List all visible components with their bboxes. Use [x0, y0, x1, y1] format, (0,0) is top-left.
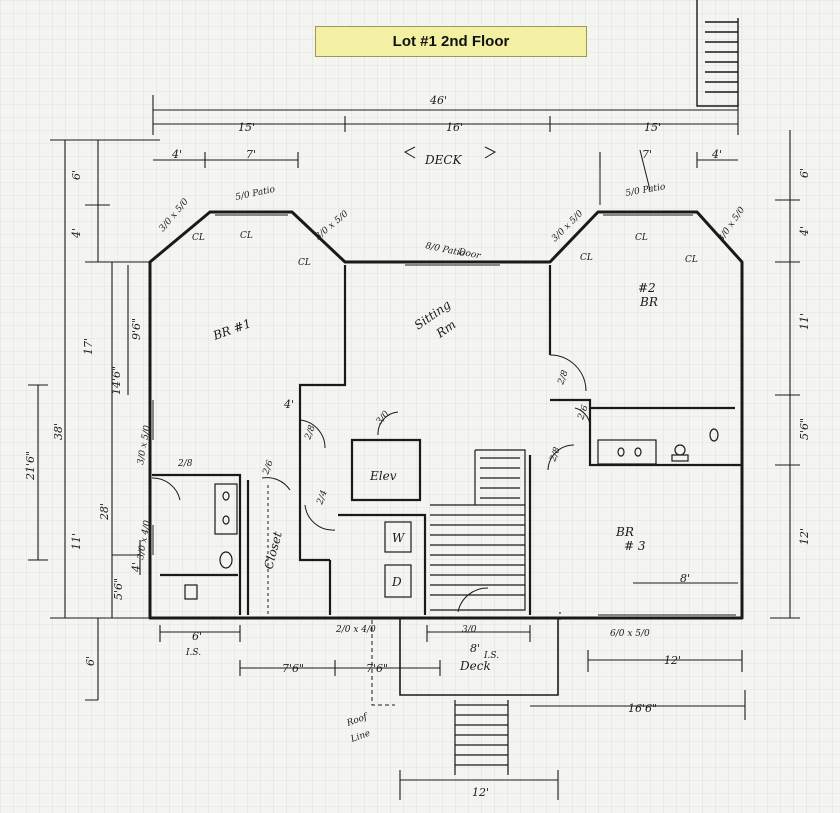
dim-stair-12: 12' — [472, 786, 489, 799]
closet-label: CL — [635, 233, 648, 243]
dim-left-6: 6' — [70, 170, 83, 180]
label-br2-b: BR — [639, 295, 658, 309]
door-label: 3/0 — [462, 625, 477, 635]
label-br3-a: BR — [615, 525, 634, 539]
closet-label: CL — [240, 231, 253, 241]
dimension-lines — [28, 95, 800, 800]
main-stair — [430, 449, 526, 611]
dim-left-9-6: 9'6" — [130, 318, 143, 340]
dim-b-12: 12' — [664, 654, 681, 667]
dim-left-38: 38' — [52, 423, 65, 440]
closet-label: CL — [298, 258, 311, 268]
dim-left-11: 11' — [70, 533, 83, 550]
drawing-title: Lot #1 2nd Floor — [315, 26, 587, 57]
dim-right-4: 4' — [798, 226, 811, 237]
closet-label: CL — [580, 253, 593, 263]
dim-left-4b: 4' — [130, 562, 143, 573]
window-6050: 6/0 x 5/0 — [610, 629, 650, 639]
bottom-deck — [371, 618, 559, 706]
label-deck-bottom: Deck — [459, 659, 491, 673]
label-dryer: D — [391, 575, 402, 589]
dim-bath-is: I.S. — [185, 648, 201, 658]
door-swings — [151, 354, 591, 620]
label-washer: W — [392, 531, 406, 545]
dim-deck-8: 8' — [470, 642, 480, 655]
interior-walls — [152, 265, 742, 615]
dim-tr-7: 7' — [642, 148, 652, 161]
dim-left-21-6: 21'6" — [24, 451, 37, 481]
dim-b-7-6a: 7'6" — [282, 662, 304, 675]
door-label: 2/8 — [177, 459, 193, 469]
dim-closet-4: 4' — [283, 398, 294, 411]
upper-stair — [696, 0, 739, 107]
dim-left-4: 4' — [70, 228, 83, 239]
exterior-walls — [148, 210, 744, 620]
dim-deck-is: I.S. — [483, 651, 499, 661]
dim-right-5-6: 5'6" — [798, 418, 811, 440]
dim-left-28: 28' — [98, 503, 111, 521]
window-marks — [152, 214, 736, 616]
fixtures — [184, 428, 719, 600]
dim-seg-left: 15' — [238, 121, 255, 134]
dim-tl-7: 7' — [246, 148, 256, 161]
dim-right-11: 11' — [798, 313, 811, 330]
label-deck-top: DECK — [424, 153, 463, 167]
window-2040: 2/0 x 4/0 — [335, 625, 376, 635]
dim-overall-width: 46' — [429, 94, 447, 107]
label-br2-a: #2 — [638, 281, 656, 295]
dim-bath-6: 6' — [192, 630, 202, 643]
dim-b-16-6: 16'6" — [628, 702, 657, 715]
dim-left-6b: 6' — [84, 656, 97, 666]
dimension-labels: 46' 15' 16' 15' 4' 7' 7' 4' 6' 4' 17' 11… — [24, 94, 811, 799]
dim-seg-mid: 16' — [446, 121, 463, 134]
label-br3-b: # 3 — [624, 539, 646, 553]
dim-b-7-6b: 7'6" — [366, 662, 388, 675]
exterior-stair — [454, 700, 509, 775]
annotation-leaders — [403, 146, 651, 205]
window-patio-center-b: Door — [456, 247, 482, 262]
dim-left-14-6: 14'6" — [110, 366, 123, 395]
dim-tr-4: 4' — [711, 148, 722, 161]
dim-left-5-6: 5'6" — [112, 578, 125, 600]
dim-right-6: 6' — [798, 168, 811, 178]
label-elev: Elev — [369, 469, 397, 483]
dim-tl-4: 4' — [171, 148, 182, 161]
dim-left-17: 17' — [82, 338, 95, 355]
dim-br3-8: 8' — [680, 572, 690, 585]
closet-label: CL — [685, 255, 698, 265]
closet-label: CL — [192, 233, 205, 243]
dim-right-12: 12' — [798, 528, 811, 545]
dim-seg-right: 15' — [644, 121, 661, 134]
